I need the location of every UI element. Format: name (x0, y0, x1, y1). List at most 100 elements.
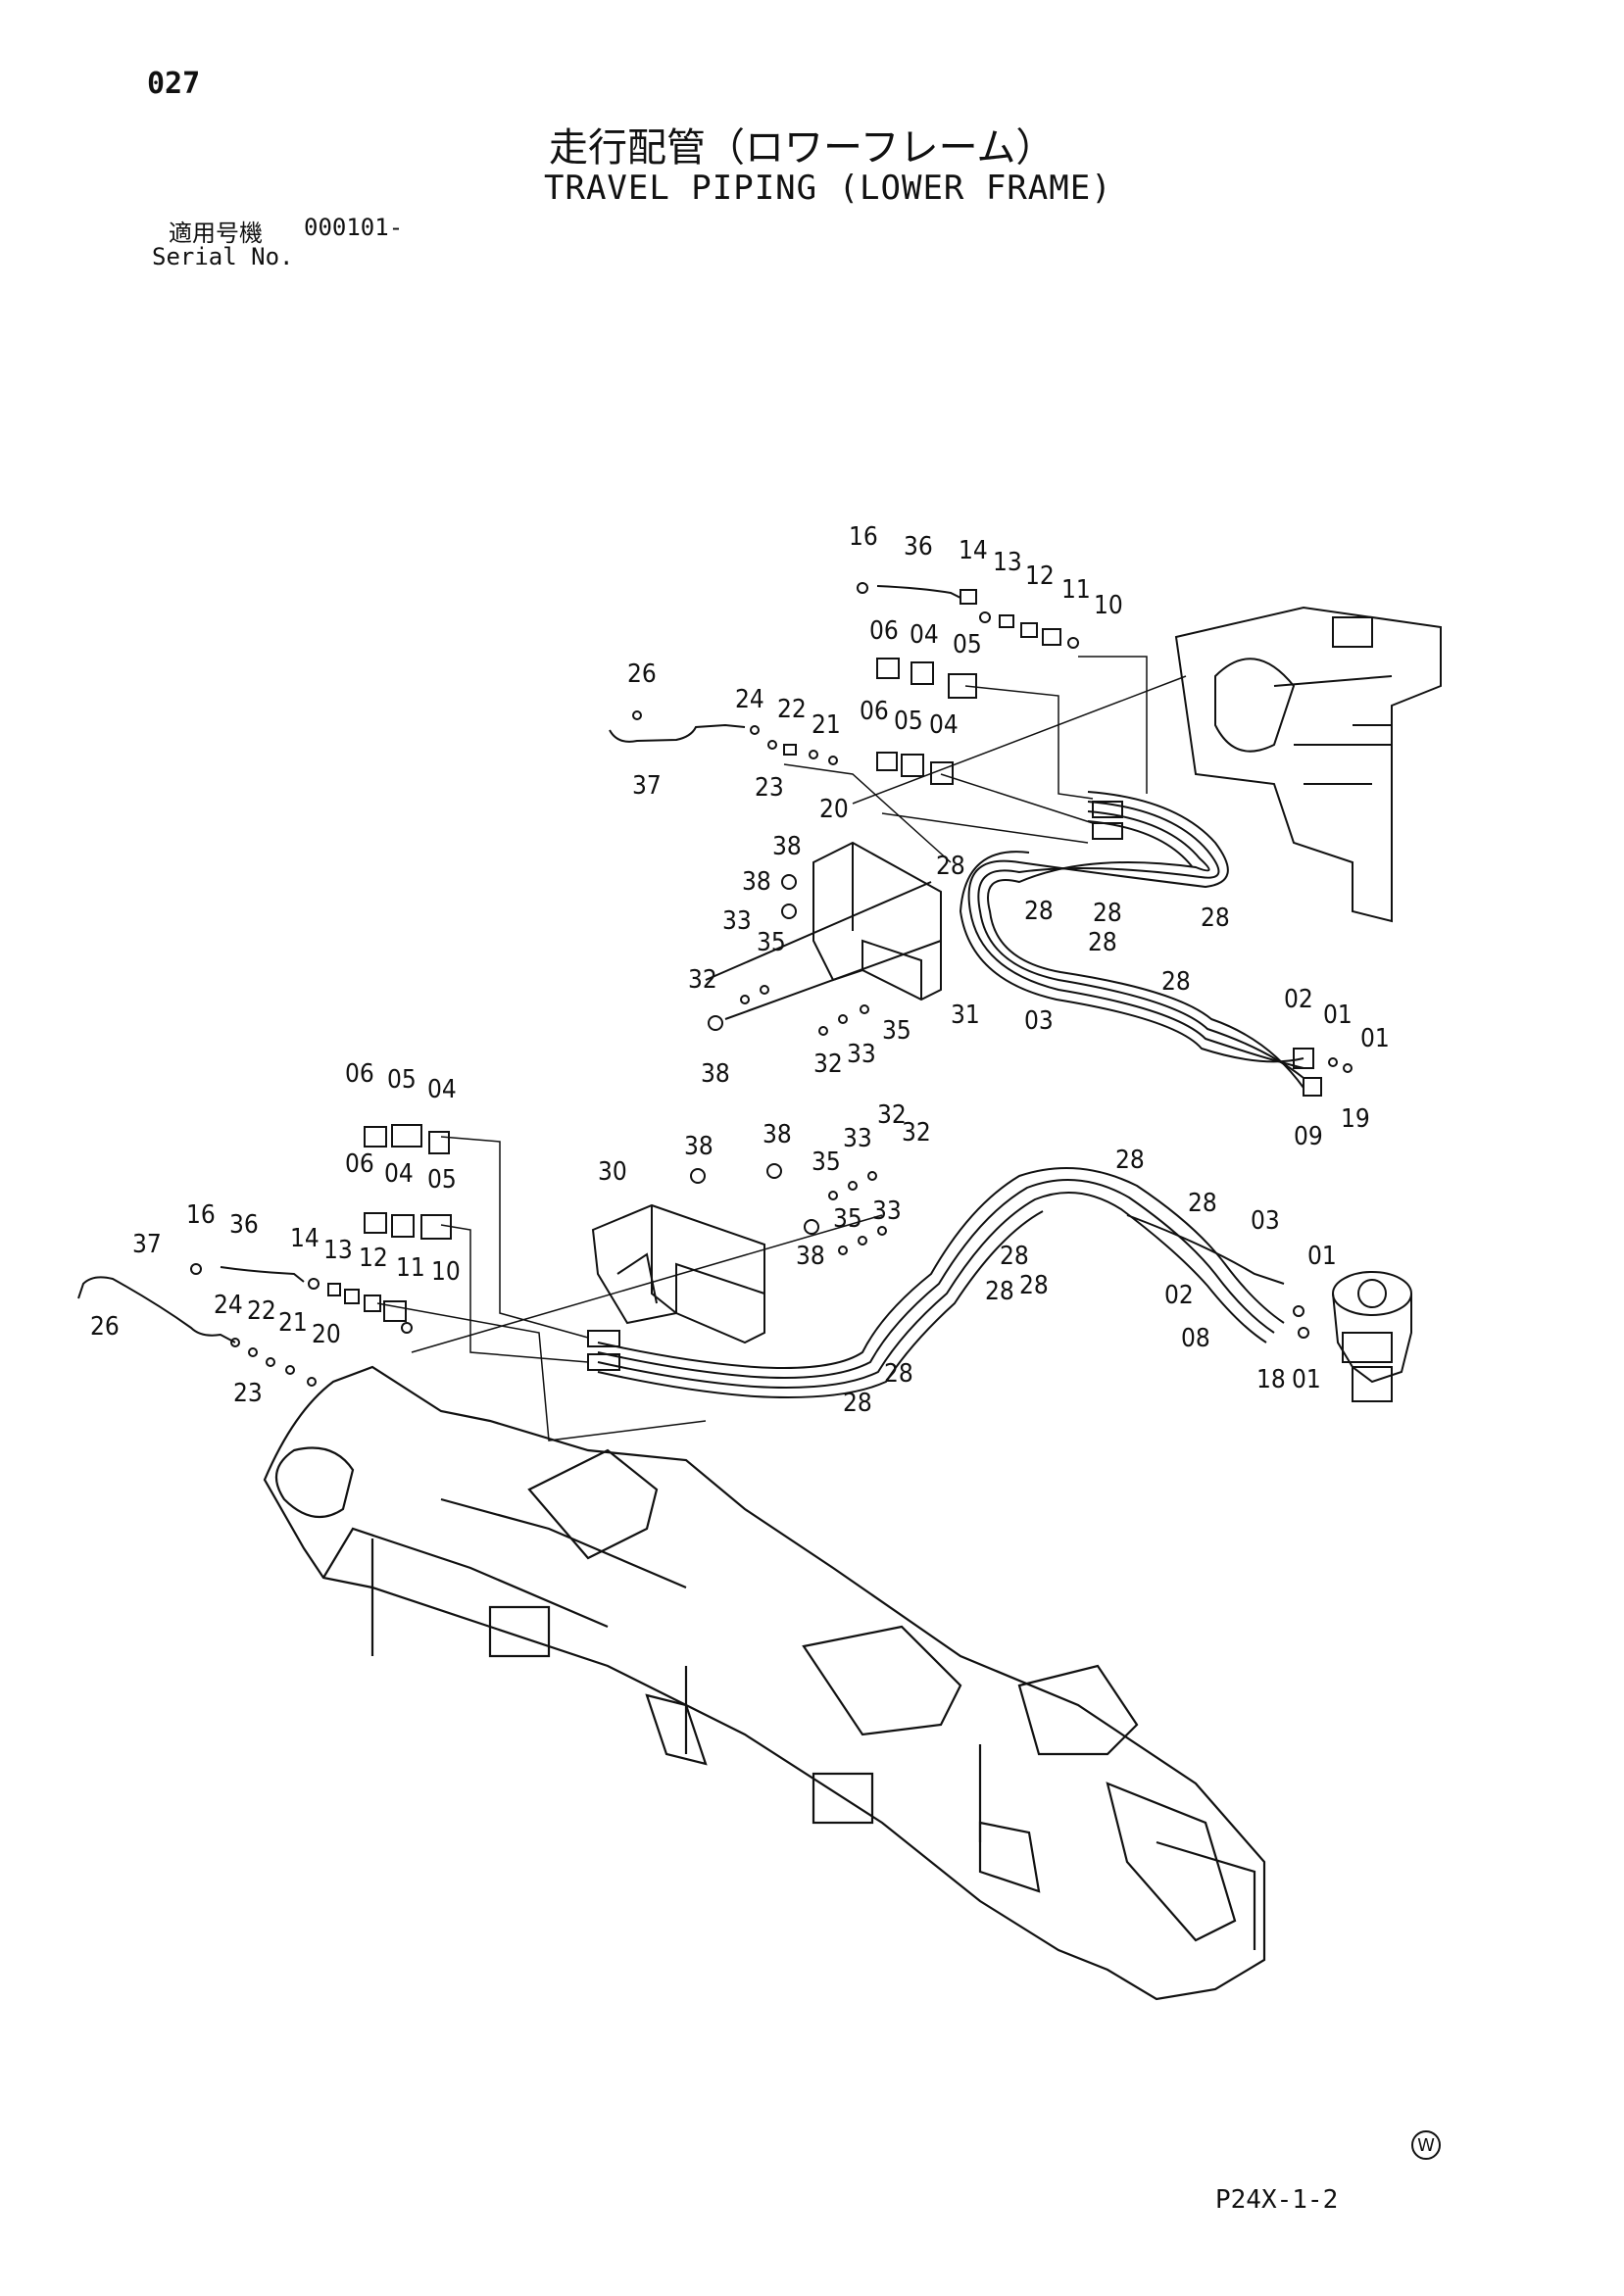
lower-callout-14: 33 (872, 1197, 902, 1226)
lower-callout-16: 28 (1188, 1189, 1217, 1218)
upper-callout-2: 14 (959, 536, 988, 565)
upper-fittings-row1 (857, 582, 1079, 785)
lower-callout-23: 11 (396, 1253, 425, 1283)
upper-callout-28: 28 (1088, 928, 1117, 957)
upper-callout-7: 06 (869, 616, 899, 646)
upper-hoses (959, 791, 1304, 1089)
upper-callout-34: 01 (1323, 1001, 1353, 1030)
footer-mark: W (1411, 2130, 1441, 2160)
lower-callout-9: 30 (598, 1157, 627, 1187)
upper-callout-32: 03 (1024, 1006, 1054, 1036)
serial-label-en: Serial No. (152, 243, 294, 270)
lower-leader-lines (376, 1136, 883, 1441)
lower-callout-37: 08 (1181, 1324, 1210, 1353)
upper-callout-35: 01 (1360, 1024, 1390, 1053)
upper-frame-fragment (1174, 606, 1442, 923)
lower-callout-35: 28 (985, 1277, 1014, 1306)
serial-value: 000101- (304, 214, 404, 241)
upper-callout-27: 35 (757, 928, 786, 957)
upper-callout-8: 04 (910, 620, 939, 650)
lower-callout-17: 03 (1251, 1206, 1280, 1236)
lower-callout-38: 23 (233, 1379, 263, 1408)
lower-callout-31: 24 (214, 1291, 243, 1320)
upper-callout-4: 12 (1025, 562, 1055, 591)
page-title-en: TRAVEL PIPING (LOWER FRAME) (544, 169, 1112, 208)
lower-callout-40: 28 (843, 1389, 872, 1418)
upper-callout-3: 13 (993, 548, 1022, 577)
upper-callout-25: 28 (1201, 904, 1230, 933)
upper-callout-24: 28 (1093, 899, 1122, 928)
upper-right-fittings (1293, 1048, 1353, 1097)
lower-callout-41: 18 (1256, 1365, 1286, 1394)
lower-tube-37 (77, 1276, 317, 1387)
footer-code: P24X-1-2 (1215, 2185, 1339, 2215)
upper-callout-18: 04 (929, 710, 959, 740)
lower-callout-13: 35 (833, 1204, 862, 1234)
upper-callout-11: 24 (735, 685, 764, 714)
lower-callout-27: 28 (1000, 1242, 1029, 1271)
lower-callout-11: 33 (843, 1124, 872, 1153)
lower-callout-34: 20 (312, 1320, 341, 1349)
upper-callout-40: 19 (1341, 1104, 1370, 1134)
upper-leader-lines (783, 656, 1187, 863)
lower-track-frame (263, 1365, 1266, 2001)
lower-callout-8: 32 (877, 1100, 907, 1130)
upper-callout-23: 28 (1024, 897, 1054, 926)
lower-callout-20: 14 (290, 1224, 320, 1253)
lower-callout-42: 01 (1292, 1365, 1321, 1394)
upper-callout-41: 09 (1294, 1122, 1323, 1151)
upper-callout-33: 02 (1284, 985, 1313, 1014)
lower-callout-15: 28 (1115, 1146, 1145, 1175)
upper-bracket (705, 841, 942, 1020)
upper-bolts (708, 874, 869, 1036)
upper-callout-20: 38 (772, 832, 802, 861)
upper-callout-38: 33 (847, 1040, 876, 1069)
upper-callout-37: 32 (813, 1050, 843, 1079)
lower-callout-5: 05 (427, 1165, 457, 1195)
upper-callout-19: 20 (819, 795, 849, 824)
upper-callout-12: 22 (777, 695, 807, 724)
lower-callout-6: 38 (684, 1132, 714, 1161)
lower-callout-26: 38 (796, 1242, 825, 1271)
lower-callout-21: 13 (323, 1236, 353, 1265)
lower-callout-18: 16 (186, 1200, 216, 1230)
lower-bolts (690, 1163, 887, 1255)
lower-callout-30: 01 (1307, 1242, 1337, 1271)
lower-callout-7: 38 (763, 1120, 792, 1149)
lower-hoses (587, 1167, 1285, 1398)
upper-callout-13: 21 (812, 710, 841, 740)
upper-callout-29: 28 (1161, 967, 1191, 997)
lower-callout-24: 10 (431, 1257, 461, 1287)
travel-motor (1293, 1271, 1412, 1402)
upper-callout-21: 38 (742, 867, 771, 897)
page-number: 027 (147, 67, 201, 101)
lower-callout-36: 26 (90, 1312, 120, 1342)
upper-callout-10: 26 (627, 659, 657, 689)
lower-callout-39: 28 (884, 1359, 913, 1389)
lower-callout-0: 06 (345, 1059, 374, 1089)
lower-callout-3: 06 (345, 1149, 374, 1179)
lower-callout-2: 04 (427, 1075, 457, 1104)
lower-callout-10: 35 (812, 1148, 841, 1177)
upper-callout-0: 16 (849, 522, 878, 552)
lower-callout-28: 28 (1019, 1271, 1049, 1300)
lower-callout-4: 04 (384, 1159, 414, 1189)
lower-callout-33: 21 (278, 1308, 308, 1338)
upper-callout-9: 05 (953, 630, 982, 659)
page-title-jp: 走行配管（ロワーフレーム） (549, 125, 1056, 171)
lower-callout-19: 36 (229, 1210, 259, 1240)
lower-callout-32: 22 (247, 1296, 276, 1326)
upper-callout-6: 10 (1094, 591, 1123, 620)
lower-fittings (190, 1124, 452, 1334)
upper-callout-30: 32 (688, 965, 717, 995)
serial-label-jp: 適用号機 (169, 220, 263, 247)
upper-callout-1: 36 (904, 532, 933, 562)
upper-callout-39: 35 (882, 1016, 911, 1046)
upper-callout-15: 23 (755, 773, 784, 803)
lower-callout-22: 12 (359, 1244, 388, 1273)
lower-bracket-30 (591, 1203, 765, 1344)
upper-tube-37 (609, 710, 838, 765)
upper-callout-14: 37 (632, 771, 662, 801)
